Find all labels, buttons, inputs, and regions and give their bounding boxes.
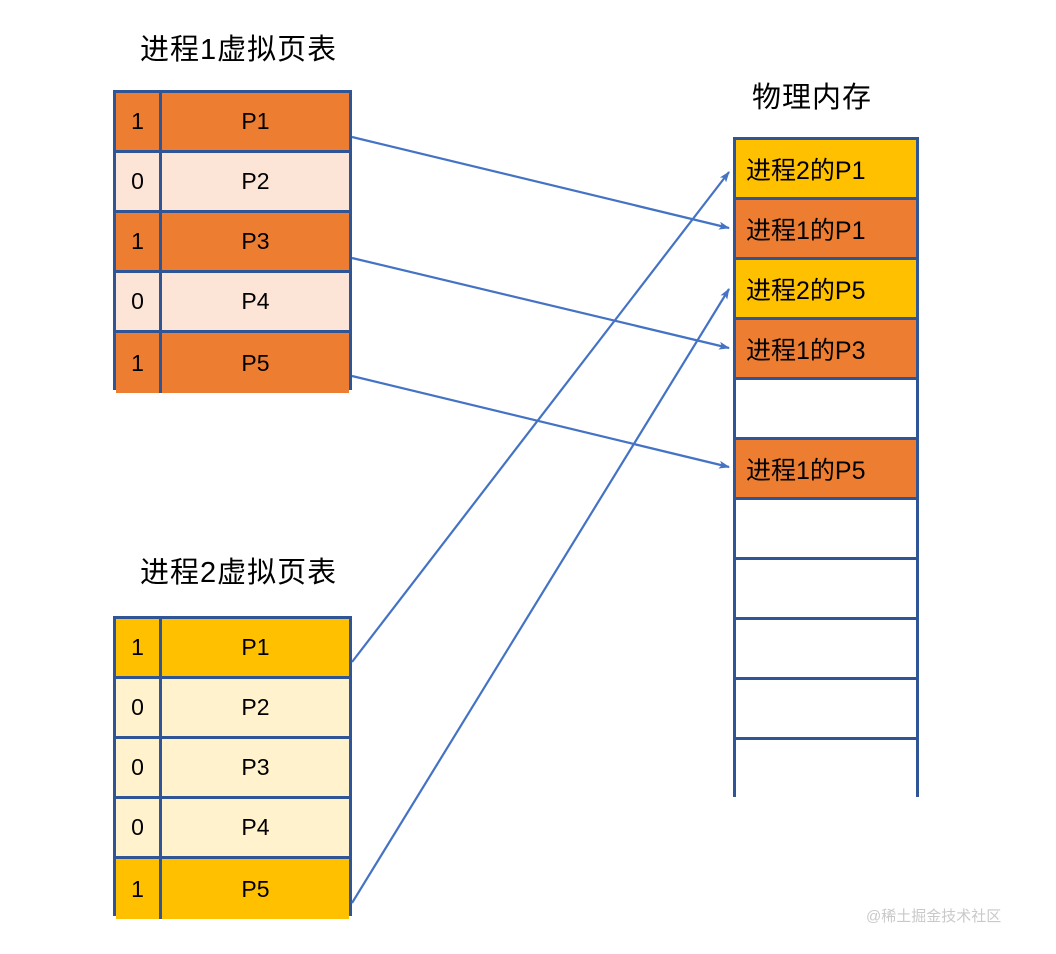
table-row[interactable]: 0 P2 bbox=[116, 153, 349, 213]
memory-frame-free[interactable] bbox=[736, 380, 916, 440]
memory-frame-free[interactable] bbox=[736, 560, 916, 620]
table-row[interactable]: 1 P1 bbox=[116, 619, 349, 679]
page-name-cell: P4 bbox=[241, 814, 270, 840]
mapping-arrow bbox=[351, 135, 730, 230]
valid-bit-cell: 0 bbox=[116, 153, 162, 210]
page-name-cell: P5 bbox=[241, 349, 270, 376]
mapping-arrow bbox=[351, 288, 730, 904]
valid-bit-cell: 1 bbox=[116, 619, 162, 676]
mapping-arrow bbox=[351, 256, 730, 350]
process2-table-title: 进程2虚拟页表 bbox=[140, 557, 338, 589]
mapping-arrow bbox=[351, 171, 730, 663]
watermark: @稀土掘金技术社区 bbox=[866, 908, 1002, 925]
table-row[interactable]: 0 P4 bbox=[116, 799, 349, 859]
page-name-cell: P1 bbox=[241, 634, 270, 660]
page-name-cell: P2 bbox=[241, 168, 270, 194]
page-name-cell: P3 bbox=[241, 754, 270, 780]
memory-frame-free[interactable] bbox=[736, 740, 916, 800]
memory-frame-used[interactable]: 进程1的P5 bbox=[736, 440, 916, 500]
memory-frame-used[interactable]: 进程1的P1 bbox=[736, 200, 916, 260]
table-row[interactable]: 1 P5 bbox=[116, 859, 349, 919]
table-row[interactable]: 1 P1 bbox=[116, 93, 349, 153]
table-row[interactable]: 1 P5 bbox=[116, 333, 349, 393]
valid-bit-cell: 0 bbox=[116, 739, 162, 796]
valid-bit-cell: 1 bbox=[116, 859, 162, 919]
memory-frame-used[interactable]: 进程2的P5 bbox=[736, 260, 916, 320]
physical-memory-title: 物理内存 bbox=[752, 82, 873, 114]
valid-bit-cell: 0 bbox=[116, 273, 162, 330]
process1-table-title: 进程1虚拟页表 bbox=[140, 34, 338, 66]
mapping-arrow bbox=[351, 374, 730, 469]
page-name-cell: P2 bbox=[241, 694, 270, 720]
memory-frame-used[interactable]: 进程1的P3 bbox=[736, 320, 916, 380]
table-row[interactable]: 0 P2 bbox=[116, 679, 349, 739]
valid-bit-cell: 0 bbox=[116, 799, 162, 856]
valid-bit-cell: 1 bbox=[116, 213, 162, 270]
table-row[interactable]: 0 P4 bbox=[116, 273, 349, 333]
page-name-cell: P1 bbox=[241, 108, 270, 134]
table-row[interactable]: 1 P3 bbox=[116, 213, 349, 273]
valid-bit-cell: 1 bbox=[116, 333, 162, 393]
valid-bit-cell: 0 bbox=[116, 679, 162, 736]
page-name-cell: P4 bbox=[241, 288, 270, 314]
valid-bit-cell: 1 bbox=[116, 93, 162, 150]
page-name-cell: P3 bbox=[241, 228, 270, 254]
memory-frame-free[interactable] bbox=[736, 620, 916, 680]
page-name-cell: P5 bbox=[241, 875, 270, 902]
memory-frame-used[interactable]: 进程2的P1 bbox=[736, 140, 916, 200]
table-row[interactable]: 0 P3 bbox=[116, 739, 349, 799]
memory-frame-free[interactable] bbox=[736, 680, 916, 740]
memory-frame-free[interactable] bbox=[736, 500, 916, 560]
